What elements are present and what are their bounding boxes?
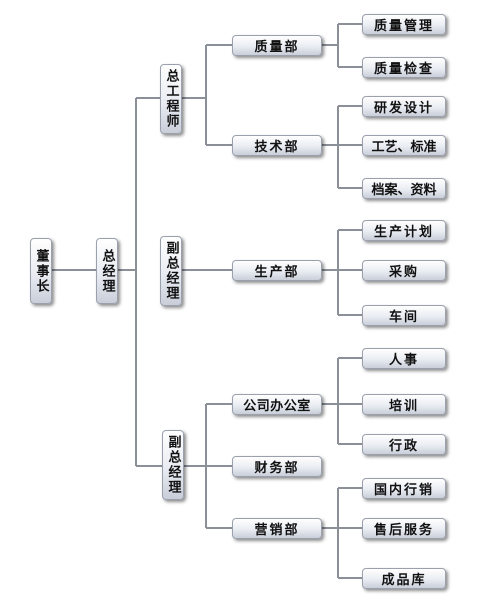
admin-box: 行政	[362, 434, 446, 455]
deputy-gm-box-1: 副总经理	[160, 236, 182, 306]
process-standards-box: 工艺、标准	[362, 135, 446, 156]
chairman-box: 董事长	[30, 238, 52, 304]
training-box: 培训	[362, 394, 446, 415]
finance-dept-box: 财务部	[232, 456, 322, 477]
quality-dept-box: 质量部	[232, 35, 322, 56]
rnd-box: 研发设计	[362, 96, 446, 117]
domestic-sales-box: 国内行销	[362, 478, 446, 499]
deputy-gm-box-2: 副总经理	[162, 430, 184, 500]
quality-mgmt-box: 质量管理	[362, 14, 446, 35]
quality-check-box: 质量检查	[362, 57, 446, 78]
technology-dept-box: 技术部	[232, 135, 322, 156]
finished-goods-warehouse-box: 成品库	[362, 568, 446, 589]
sales-dept-box: 营销部	[232, 518, 322, 539]
office-box: 公司办公室	[232, 394, 322, 415]
purchasing-box: 采购	[362, 260, 446, 281]
after-sales-box: 售后服务	[362, 518, 446, 539]
workshop-box: 车间	[362, 305, 446, 326]
chief-engineer-box: 总工程师	[160, 64, 182, 134]
production-dept-box: 生产部	[232, 260, 322, 281]
production-plan-box: 生产计划	[362, 220, 446, 241]
hr-box: 人事	[362, 348, 446, 369]
archives-box: 档案、资料	[362, 178, 446, 199]
general-manager-box: 总经理	[96, 238, 118, 304]
